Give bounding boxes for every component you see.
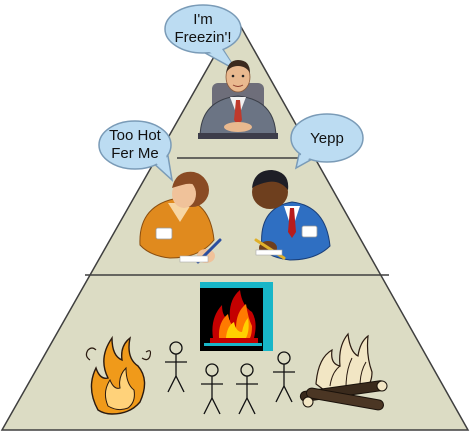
speech-bubble-top: I'm Freezin'! [164,4,242,71]
campfire-icon [299,332,388,411]
speech-right-line-1: Yepp [310,130,344,147]
tier-bottom [85,282,388,415]
speech-top-line-1: I'm [193,11,213,28]
pyramid [0,16,470,431]
speech-left-line-2: Fer Me [111,145,159,162]
speech-bubble-right: Yepp [290,113,364,170]
stick-figure-icon [201,363,223,415]
tier-middle: Too Hot Fer Me Yepp [98,113,364,264]
stick-figures [165,341,295,415]
pyramid-shape [0,16,470,431]
tier-top: I'm Freezin'! [164,4,278,139]
man-writing-icon [252,170,331,261]
speech-bubble-left: Too Hot Fer Me [98,120,174,183]
stick-figure-icon [165,341,187,393]
speech-top-line-2: Freezin'! [174,29,231,46]
speech-left-line-1: Too Hot [109,127,162,144]
woman-writing-icon [139,171,222,264]
stick-figure-icon [273,351,295,403]
fireplace-icon [200,282,273,351]
seated-businessman-icon [198,60,278,139]
flame-icon [85,335,152,415]
stick-figure-icon [236,363,258,415]
